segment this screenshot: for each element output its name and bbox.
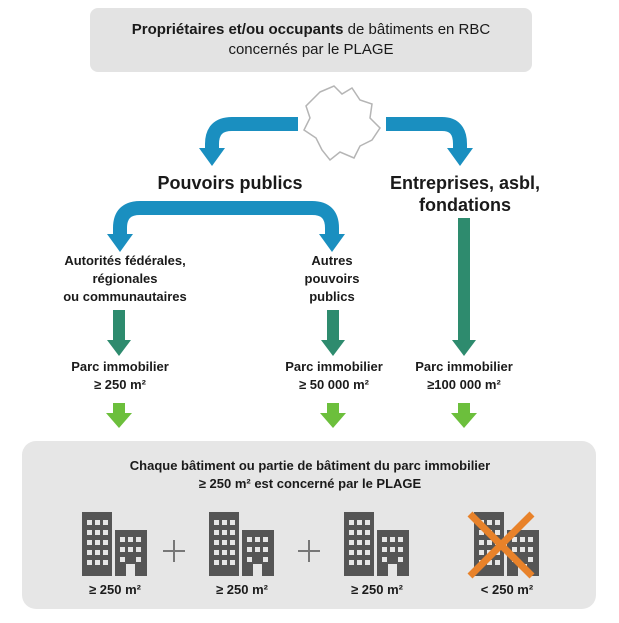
federal-line1: Autorités fédérales, [64,253,186,268]
owners-line2: concernés par le PLAGE [228,41,394,58]
arrow-to-private [386,117,467,150]
private-line2: fondations [419,195,511,215]
light-arrow-3-shaft [458,403,470,415]
other-line1: Autres [311,253,353,268]
conclusion-line2: ≥ 250 m² est concerné par le PLAGE [198,476,422,491]
fork-right-head [319,234,345,252]
green-arrow-2-shaft [327,310,339,342]
owners-line1: Propriétaires et/ou occupants de bâtimen… [132,20,490,40]
building-label-4: < 250 m² [480,582,534,597]
light-arrow-3-head [451,413,477,428]
conclusion-title: Chaque bâtiment ou partie de bâtiment du… [40,457,580,493]
threshold-federal-line2: ≥ 250 m² [94,377,146,392]
arrow-to-public-head [199,148,225,166]
green-arrow-2-head [321,340,345,356]
federal-line3: ou communautaires [63,289,187,304]
building-label-2: ≥ 250 m² [216,582,268,597]
fork-left-head [107,234,133,252]
threshold-private: Parc immobilier ≥100 000 m² [384,358,544,394]
arrow-to-public [205,117,298,150]
light-arrow-2-head [320,413,346,428]
building-label-1: ≥ 250 m² [89,582,141,597]
other-line3: publics [309,289,355,304]
fork-left [113,201,230,236]
threshold-other: Parc immobilier ≥ 50 000 m² [254,358,414,394]
building-icon-1 [82,512,147,576]
building-icon-3 [344,512,409,576]
federal-line2: régionales [92,271,158,286]
fork-right [230,201,339,236]
threshold-private-line2: ≥100 000 m² [427,377,501,392]
owners-bold: Propriétaires et/ou occupants [131,21,344,38]
building-label-3: ≥ 250 m² [351,582,403,597]
light-arrow-2-shaft [327,403,339,415]
green-arrow-1-head [107,340,131,356]
building-icon-2 [209,512,274,576]
light-arrow-1-head [106,413,132,428]
green-arrow-3-head [452,340,476,356]
light-arrow-1-shaft [113,403,125,415]
threshold-other-line2: ≥ 50 000 m² [298,377,369,392]
other-line2: pouvoirs [304,271,360,286]
private-heading: Entreprises, asbl, fondations [370,172,560,216]
public-heading: Pouvoirs publics [157,173,303,193]
owners-box: Propriétaires et/ou occupants de bâtimen… [90,8,532,72]
private-line1: Entreprises, asbl, [389,173,541,193]
threshold-federal: Parc immobilier ≥ 250 m² [40,358,200,394]
threshold-other-line1: Parc immobilier [285,359,383,374]
plus-icon-1 [163,540,185,562]
conclusion-line1: Chaque bâtiment ou partie de bâtiment du… [129,458,491,473]
green-arrow-1-shaft [113,310,125,342]
green-arrow-3-shaft [458,218,470,342]
federal-authorities-label: Autorités fédérales, régionales ou commu… [40,252,210,306]
arrow-to-private-head [447,148,473,166]
threshold-private-line1: Parc immobilier [415,359,513,374]
threshold-federal-line1: Parc immobilier [71,359,169,374]
other-authorities-label: Autres pouvoirs publics [282,252,382,306]
owners-rest: de bâtiments en RBC [343,21,491,38]
cross-icon-b [467,511,535,579]
brussels-map-icon [303,85,381,162]
plus-icon-2 [298,540,320,562]
